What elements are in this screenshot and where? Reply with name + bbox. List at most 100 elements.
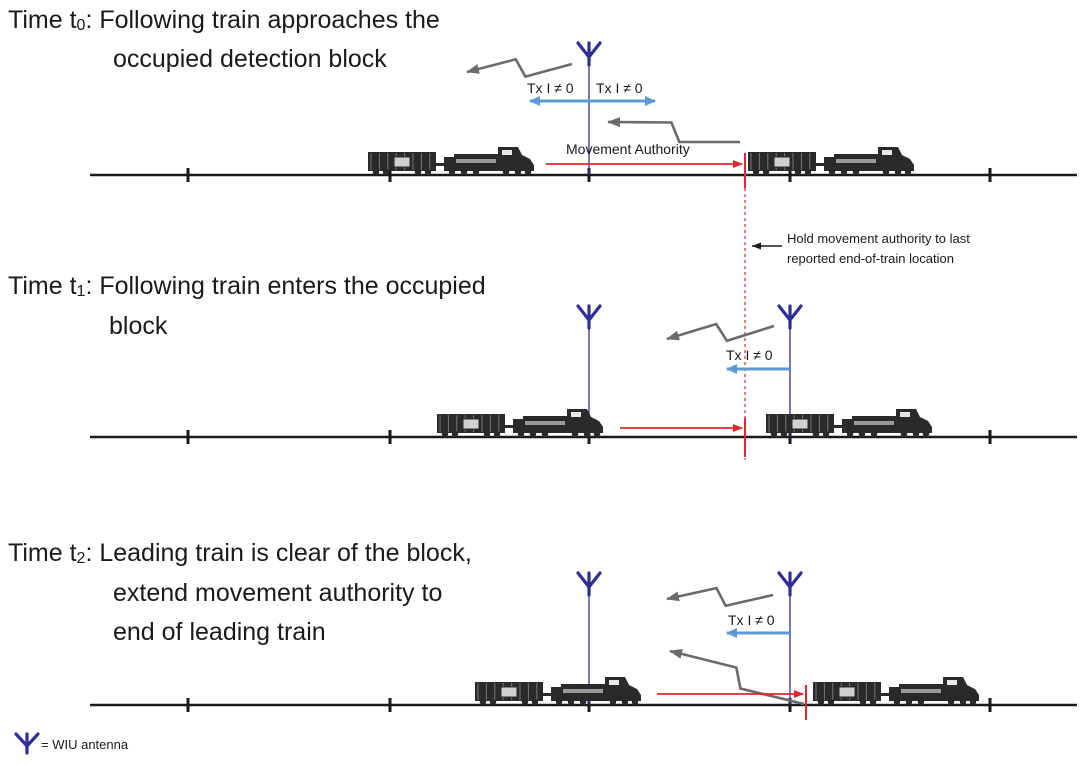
wheel: [900, 430, 908, 438]
hold-note-line1: Hold movement authority to last: [787, 231, 970, 246]
train: [766, 409, 932, 438]
wheel: [502, 168, 510, 176]
locomotive-stripe: [836, 159, 876, 163]
wheel: [567, 698, 575, 706]
caption-subscript: 2: [76, 550, 86, 567]
wheel: [555, 698, 563, 706]
wheel: [912, 430, 920, 438]
box-car-door: [393, 156, 411, 168]
locomotive-window: [571, 412, 581, 417]
wiu-antenna: [777, 571, 803, 705]
box-car-door: [773, 156, 791, 168]
wheel: [493, 430, 501, 438]
locomotive-window: [882, 150, 892, 155]
coupler: [543, 693, 551, 696]
wheel: [460, 168, 468, 176]
legend: = WIU antenna: [14, 731, 134, 757]
panel-2-caption: Time t2: Leading train is clear of the b…: [8, 537, 472, 573]
train: [813, 677, 979, 706]
wheel: [804, 168, 812, 176]
wheel: [794, 168, 802, 176]
wheel: [593, 430, 601, 438]
wheel: [969, 698, 977, 706]
caption-prefix: Time t: [8, 272, 77, 300]
wheel: [472, 168, 480, 176]
locomotive-window: [900, 412, 910, 417]
wheel: [827, 698, 835, 706]
radio-signal: [466, 57, 573, 79]
wheel: [817, 698, 825, 706]
wheel: [858, 430, 866, 438]
coupler: [816, 163, 824, 166]
caption-line1: : Leading train is clear of the block,: [85, 539, 472, 567]
locomotive-stripe: [456, 159, 496, 163]
box-car-door: [500, 686, 518, 698]
wheel: [859, 698, 867, 706]
wheel: [517, 430, 525, 438]
legend-label: = WIU antenna: [41, 737, 129, 752]
locomotive-window: [609, 680, 619, 685]
wheel: [840, 168, 848, 176]
caption-line1: : Following train enters the occupied: [85, 272, 486, 300]
antenna-symbol: [576, 41, 602, 67]
wheel: [762, 168, 770, 176]
wheel: [483, 430, 491, 438]
wiu-antenna: [576, 41, 602, 175]
panel-0-caption-line2: occupied detection block: [113, 45, 387, 73]
wheel: [631, 698, 639, 706]
wheel: [479, 698, 487, 706]
wheel: [571, 430, 579, 438]
wheel: [448, 168, 456, 176]
panel-1-caption: Time t1: Following train enters the occu…: [8, 270, 486, 306]
wheel: [621, 698, 629, 706]
box-car-door: [838, 686, 856, 698]
coupler: [881, 693, 889, 696]
wheel: [882, 168, 890, 176]
locomotive-stripe: [563, 689, 603, 693]
locomotive-window: [502, 150, 512, 155]
panel-0-caption: Time t0: Following train approaches the: [8, 4, 440, 40]
wheel: [959, 698, 967, 706]
coupler: [834, 425, 842, 428]
wheel: [489, 698, 497, 706]
wheel: [382, 168, 390, 176]
wheel: [852, 168, 860, 176]
train: [475, 677, 641, 706]
wheel: [894, 168, 902, 176]
caption-line1: : Following train approaches the: [85, 6, 440, 34]
wheel: [870, 430, 878, 438]
antenna-symbol: [576, 304, 602, 330]
wheel: [846, 430, 854, 438]
wheel: [531, 698, 539, 706]
movement-authority-label: Movement Authority: [566, 141, 690, 157]
wheel: [812, 430, 820, 438]
train: [437, 409, 603, 438]
wheel: [869, 698, 877, 706]
radio-signal: [666, 586, 774, 608]
wheel: [514, 168, 522, 176]
radio-signal: [607, 117, 741, 144]
locomotive-stripe: [901, 689, 941, 693]
antenna-symbol: [777, 304, 803, 330]
antenna-symbol: [576, 571, 602, 597]
coupler: [505, 425, 513, 428]
wheel: [947, 698, 955, 706]
box-car-door: [462, 418, 480, 430]
wheel: [905, 698, 913, 706]
wheel: [424, 168, 432, 176]
locomotive-stripe: [525, 421, 565, 425]
wheel: [529, 430, 537, 438]
wheel: [917, 698, 925, 706]
wheel: [822, 430, 830, 438]
panel-2-caption-line3: end of leading train: [113, 618, 326, 646]
radio-signal: [666, 322, 775, 343]
caption-subscript: 0: [76, 17, 86, 34]
locomotive-stripe: [854, 421, 894, 425]
wheel: [828, 168, 836, 176]
panel-2-tx-label: Tx I ≠ 0: [728, 612, 775, 628]
radio-signal: [669, 649, 805, 706]
wheel: [752, 168, 760, 176]
wheel: [451, 430, 459, 438]
panel-2-caption-line2: extend movement authority to: [113, 579, 443, 607]
